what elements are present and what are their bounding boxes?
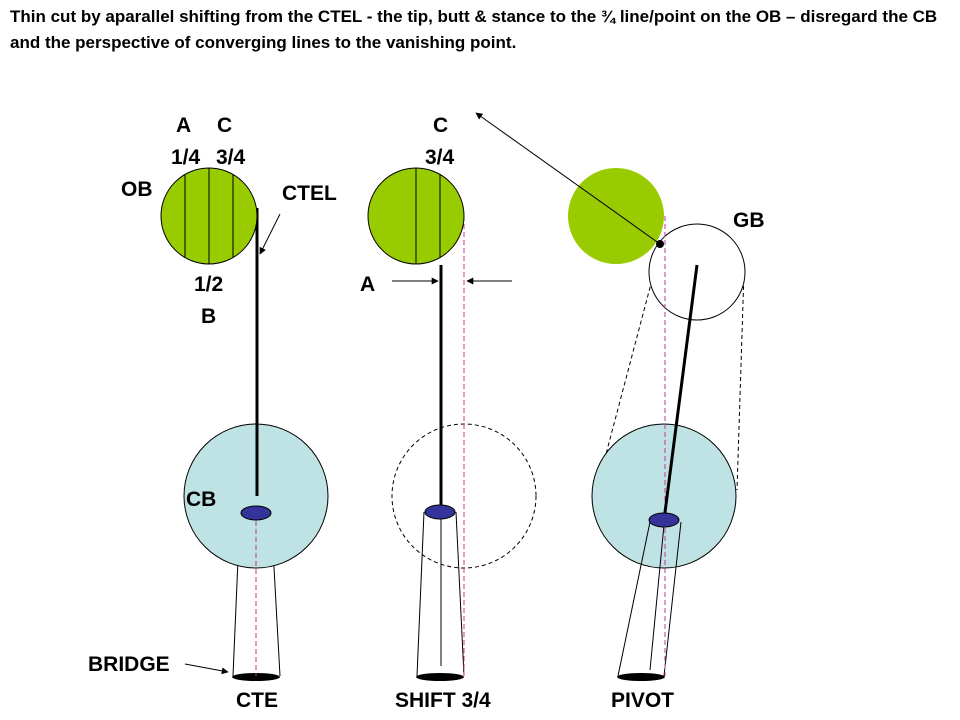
caption-shift: SHIFT 3/4: [395, 689, 491, 712]
cue-tip: [240, 505, 272, 521]
inner-stick-line: [649, 524, 665, 671]
bridge-hand: [232, 673, 280, 681]
cue-stick: [662, 264, 699, 521]
ctel-pointer-arrow: [259, 213, 281, 255]
label-three-quarter: 3/4: [425, 146, 455, 169]
label-ob: OB: [121, 178, 153, 201]
panel-shift: C 3/4 A SHIFT 3/4: [360, 114, 537, 712]
label-quarter: 1/4: [171, 146, 201, 169]
label-cb: CB: [186, 488, 216, 511]
stance-line-left: [617, 521, 651, 677]
label-ctel: CTEL: [282, 182, 337, 205]
stance-line-right: [455, 511, 465, 677]
label-three-quarter: 3/4: [216, 146, 246, 169]
object-ball-direction-arrow: [475, 112, 661, 245]
label-b: B: [201, 305, 216, 328]
panel-pivot: GB PIVOT: [475, 112, 765, 712]
bridge-pointer-arrow: [184, 663, 229, 675]
slide-title: Thin cut by aparallel shifting from the …: [10, 7, 938, 52]
cue-tip: [648, 512, 680, 528]
label-a: A: [360, 273, 375, 296]
object-ball: [568, 168, 664, 264]
label-gb: GB: [733, 209, 765, 232]
label-a: A: [176, 114, 191, 137]
label-half: 1/2: [194, 273, 223, 296]
caption-cte: CTE: [236, 689, 278, 712]
bridge-hand: [416, 673, 464, 681]
tangent-dash-right: [736, 271, 745, 491]
stance-line-right: [663, 521, 682, 677]
bridge-hand: [617, 673, 665, 681]
caption-pivot: PIVOT: [611, 689, 674, 712]
label-bridge: BRIDGE: [88, 653, 170, 676]
cue-tip: [424, 504, 456, 520]
panel-cte: A C 1/4 3/4 OB CTEL 1/2 B CB BRIDGE CTE: [88, 114, 337, 712]
cue-ball: [591, 423, 737, 569]
stance-line-left: [416, 511, 425, 677]
label-c: C: [217, 114, 232, 137]
label-c: C: [433, 114, 448, 137]
